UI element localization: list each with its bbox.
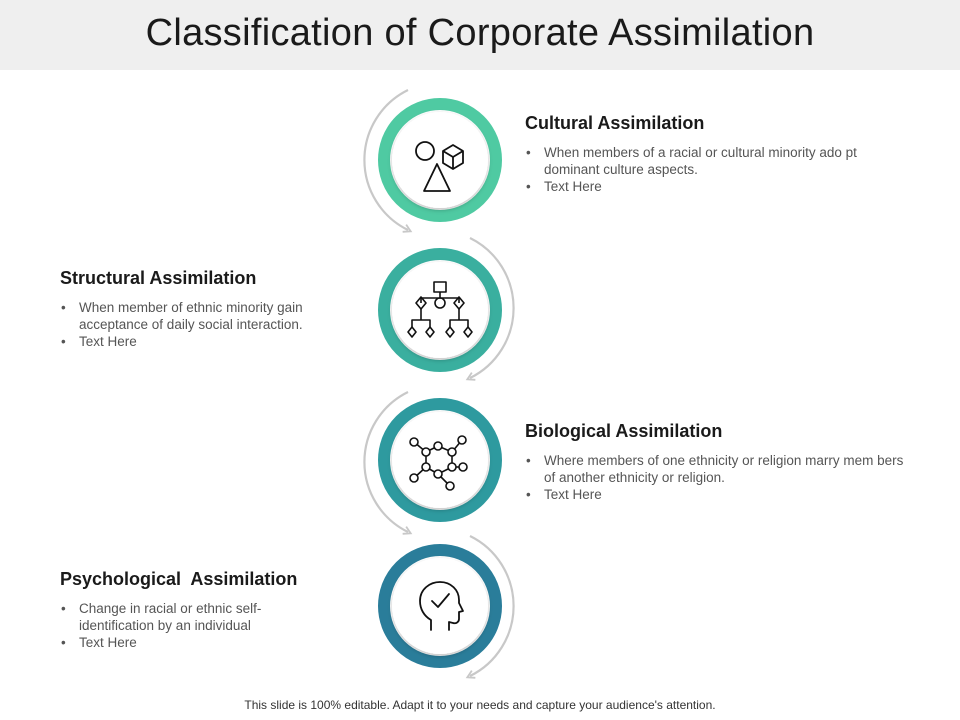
circle-structural [378,248,502,372]
title-bar: Classification of Corporate Assimilation [0,0,960,70]
biological-title: Biological Assimilation [525,421,723,441]
flow-arrow-3 [363,391,413,535]
head-checkmark-icon [419,581,464,631]
list-item: When member of ethnic minority gain acce… [61,299,329,333]
circle-cultural [378,98,502,222]
cultural-title: Cultural Assimilation [525,113,705,133]
psychological-block: Psychological Assimilation Change in rac… [60,569,350,651]
list-item: Change in racial or ethnic self-identifi… [61,600,294,634]
list-item: When members of a racial or cultural min… [526,144,874,178]
shapes-icon [415,141,464,192]
biological-bullets: Where members of one ethnicity or religi… [525,452,925,503]
structural-block: Structural Assimilation When member of e… [60,268,340,350]
structural-title: Structural Assimilation [60,268,257,288]
molecule-network-icon [409,435,468,491]
list-item: Text Here [526,178,925,195]
list-item: Where members of one ethnicity or religi… [526,452,909,486]
biological-block: Biological Assimilation Where members of… [525,421,925,503]
cultural-bullets: When members of a racial or cultural min… [525,144,925,195]
footer-note: This slide is 100% editable. Adapt it to… [244,698,716,712]
structural-bullets: When member of ethnic minority gain acce… [60,299,340,350]
list-item: Text Here [526,486,925,503]
psychological-bullets: Change in racial or ethnic self-identifi… [60,600,350,651]
psychological-title: Psychological Assimilation [60,569,298,589]
circle-biological [378,398,502,522]
page-title: Classification of Corporate Assimilation [145,12,815,54]
flow-arrow-1 [363,89,413,233]
flow-arrow-4 [465,535,515,679]
flow-arrow-2 [465,237,515,381]
list-item: Text Here [61,634,350,651]
hierarchy-icon [407,281,473,338]
list-item: Text Here [61,333,340,350]
cultural-block: Cultural Assimilation When members of a … [525,113,925,195]
